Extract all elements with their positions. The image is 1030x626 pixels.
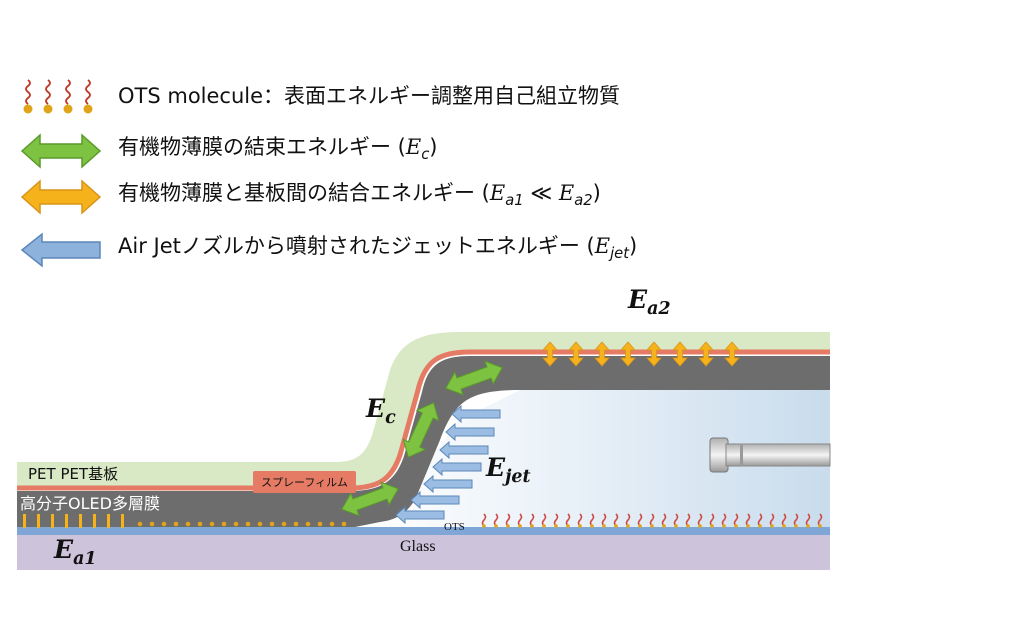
ea2-sub: a2 bbox=[647, 299, 671, 320]
ejet-symbol: E bbox=[486, 453, 506, 482]
glass-label: Glass bbox=[400, 538, 436, 555]
legend-jet-close: ) bbox=[628, 233, 638, 258]
jet-air-region bbox=[355, 390, 830, 527]
legend-row-jet: Air Jetノズルから噴射されたジェットエネルギー (Ejet) bbox=[20, 230, 637, 270]
ots-label: OTS bbox=[444, 521, 465, 533]
pet-substrate bbox=[17, 332, 830, 488]
legend-ots-text: OTS molecule：表面エネルギー調整用自己組立物質 bbox=[118, 84, 621, 108]
ec-sub: c bbox=[385, 408, 396, 429]
ec-symbol: E bbox=[366, 394, 386, 423]
legend-adhesion-rel: ≪ bbox=[523, 180, 559, 205]
ots-dots-left bbox=[137, 521, 347, 527]
green-double-arrow-icon bbox=[20, 133, 102, 169]
glass-substrate bbox=[17, 534, 830, 570]
legend-jet-symbol: E bbox=[594, 233, 611, 258]
legend-jet-text: Air Jetノズルから噴射されたジェットエネルギー (Ejet) bbox=[118, 226, 637, 274]
air-jet-nozzle bbox=[709, 437, 831, 473]
ea1-sub: a1 bbox=[73, 549, 97, 570]
legend-adhesion-symbol1: E bbox=[489, 180, 506, 205]
ots-molecules-right bbox=[481, 513, 823, 527]
ea2-symbol: E bbox=[628, 285, 648, 314]
legend-adhesion-close: ) bbox=[592, 180, 601, 205]
legend-cohesion-symbol: E bbox=[405, 134, 422, 159]
legend-jet-label: Air Jetノズルから噴射されたジェットエネルギー ( bbox=[118, 233, 595, 258]
oled-label: 高分子OLED多層膜 bbox=[20, 494, 160, 513]
legend-adhesion-sub1: a1 bbox=[505, 192, 524, 210]
ea2-label: Ea2 bbox=[628, 285, 671, 319]
ec-label: Ec bbox=[366, 394, 396, 428]
legend-jet-sub: jet bbox=[610, 245, 629, 263]
legend-adhesion-label: 有機物薄膜と基板間の結合エネルギー ( bbox=[118, 180, 490, 205]
legend-cohesion-text: 有機物薄膜の結束エネルギー (Ec) bbox=[118, 127, 438, 175]
legend-row-adhesion: 有機物薄膜と基板間の結合エネルギー (Ea1 ≪ Ea2) bbox=[20, 177, 601, 217]
ea1-arrow-group bbox=[23, 514, 124, 528]
ejet-label: Ejet bbox=[486, 453, 531, 487]
legend-cohesion-close: ) bbox=[429, 134, 438, 159]
legend-cohesion-sub: c bbox=[421, 146, 430, 164]
legend-adhesion-text: 有機物薄膜と基板間の結合エネルギー (Ea1 ≪ Ea2) bbox=[118, 173, 601, 221]
ejet-sub: jet bbox=[505, 467, 531, 488]
spray-film-line bbox=[17, 349, 830, 491]
ea1-label: Ea1 bbox=[54, 535, 97, 569]
blue-left-arrow-icon bbox=[20, 232, 101, 268]
pet-label: PET PET基板 bbox=[28, 465, 119, 483]
ots-molecule-heads-right bbox=[482, 524, 822, 528]
legend-row-cohesion: 有機物薄膜の結束エネルギー (Ec) bbox=[20, 131, 438, 171]
spray-film-label: スプレーフィルム bbox=[253, 471, 356, 493]
glass-top-band bbox=[17, 527, 830, 535]
orange-double-arrow-icon bbox=[20, 179, 102, 215]
ots-molecule-icon bbox=[23, 79, 93, 114]
legend-row-ots: OTS molecule：表面エネルギー調整用自己組立物質 bbox=[20, 76, 620, 116]
legend-adhesion-sub2: a2 bbox=[574, 192, 593, 210]
legend-cohesion-label: 有機物薄膜の結束エネルギー ( bbox=[118, 134, 406, 159]
legend-adhesion-symbol2: E bbox=[558, 180, 575, 205]
ea1-symbol: E bbox=[54, 535, 74, 564]
